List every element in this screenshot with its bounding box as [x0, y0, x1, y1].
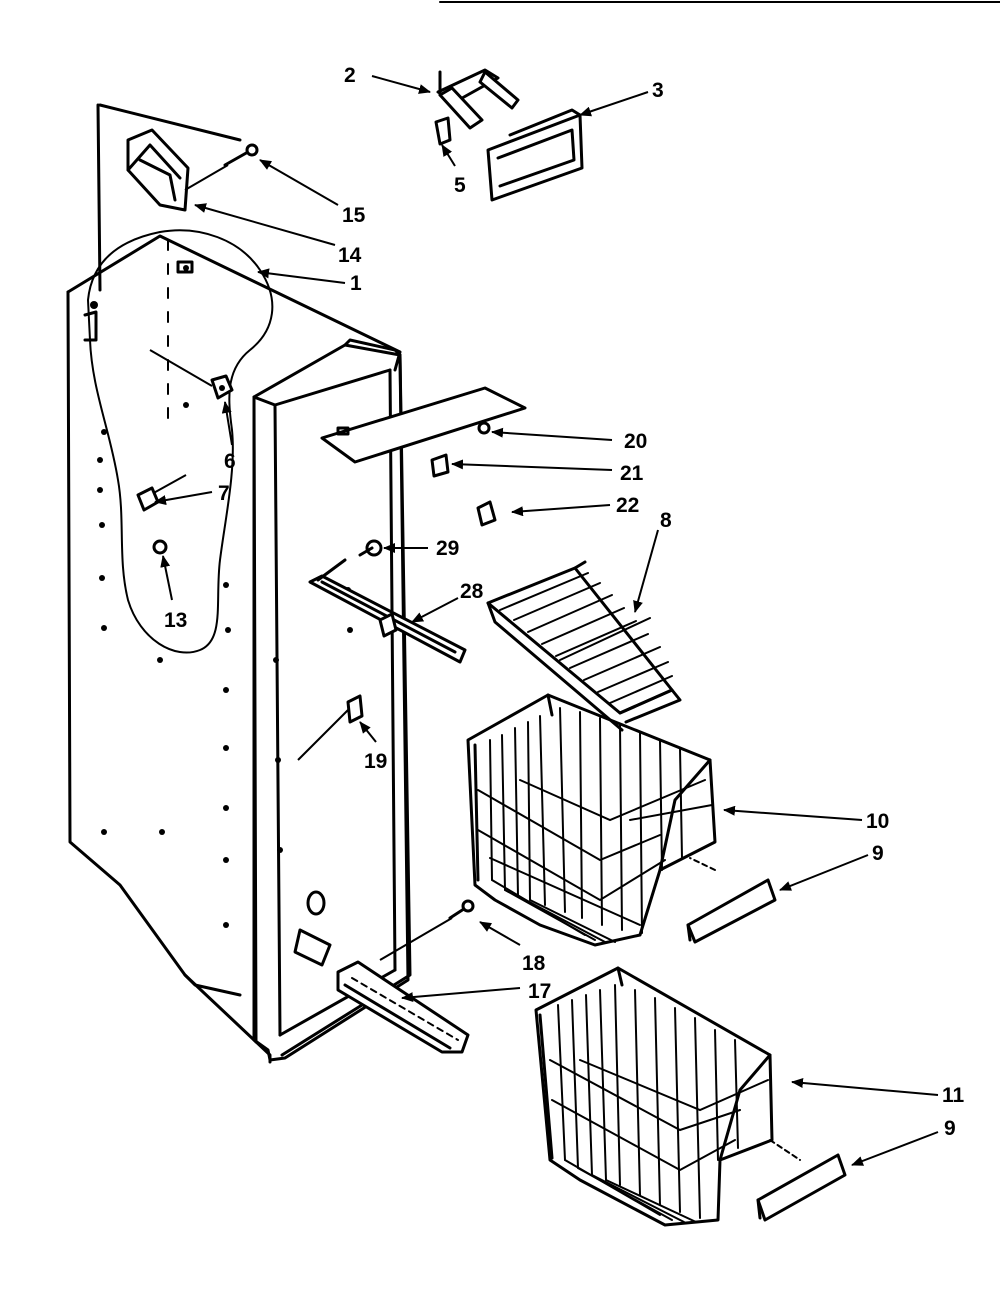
- part-7-clip: [136, 474, 187, 512]
- callout-10: 10: [866, 810, 889, 833]
- basket-11-wires: [549, 984, 769, 1223]
- part-5-screw: [434, 116, 452, 146]
- callout-3: 3: [652, 79, 664, 102]
- callout-7: 7: [218, 482, 230, 505]
- callout-15: 15: [342, 204, 366, 227]
- callout-21: 21: [620, 462, 644, 485]
- callout-22: 22: [616, 494, 639, 517]
- callout-6: 6: [224, 450, 236, 473]
- part-20-panel: [320, 386, 527, 464]
- freezer-liner: [66, 103, 412, 1064]
- callout-18: 18: [522, 952, 546, 975]
- part-2-handle-bracket: [436, 68, 520, 130]
- part-9-upper-bracket: [686, 857, 777, 944]
- part-19-bracket: [297, 694, 364, 761]
- part-14-bracket: [126, 128, 190, 212]
- part-29-screw: [358, 539, 383, 557]
- callout-5: 5: [454, 174, 466, 197]
- callout-13: 13: [164, 609, 187, 632]
- callout-17: 17: [528, 980, 551, 1003]
- basket-10-wires: [477, 707, 713, 943]
- callout-8: 8: [660, 509, 672, 532]
- part-17-grille: [336, 960, 470, 1054]
- leader-lines: [154, 75, 939, 1166]
- part-28-rail: [308, 558, 467, 664]
- callout-28: 28: [460, 580, 484, 603]
- callout-2: 2: [344, 64, 356, 87]
- part-18-screw: [379, 899, 475, 961]
- callout-9-lower: 9: [944, 1117, 956, 1140]
- part-6-hinge: [149, 349, 234, 400]
- part-10-upper-basket: [466, 693, 717, 947]
- part-3-cover: [486, 108, 584, 202]
- part-8-wire-shelf: [486, 560, 682, 732]
- part-20-screw: [477, 421, 491, 435]
- callout-labels: 2 3 5 15 14 1 6 7 13 20 21 22 8 29 28 19…: [164, 64, 965, 1140]
- part-13-plug: [152, 539, 168, 555]
- callout-9-upper: 9: [872, 842, 884, 865]
- part-9-lower-bracket: [756, 1139, 847, 1222]
- callout-11: 11: [942, 1084, 965, 1107]
- part-15-screw: [184, 143, 259, 191]
- callout-1: 1: [350, 272, 362, 295]
- callout-29: 29: [436, 537, 459, 560]
- callout-20: 20: [624, 430, 647, 453]
- part-21-clip: [430, 453, 450, 478]
- callout-14: 14: [338, 244, 362, 267]
- part-22-clip: [476, 500, 497, 527]
- part-11-lower-basket: [534, 966, 774, 1227]
- callout-19: 19: [364, 750, 387, 773]
